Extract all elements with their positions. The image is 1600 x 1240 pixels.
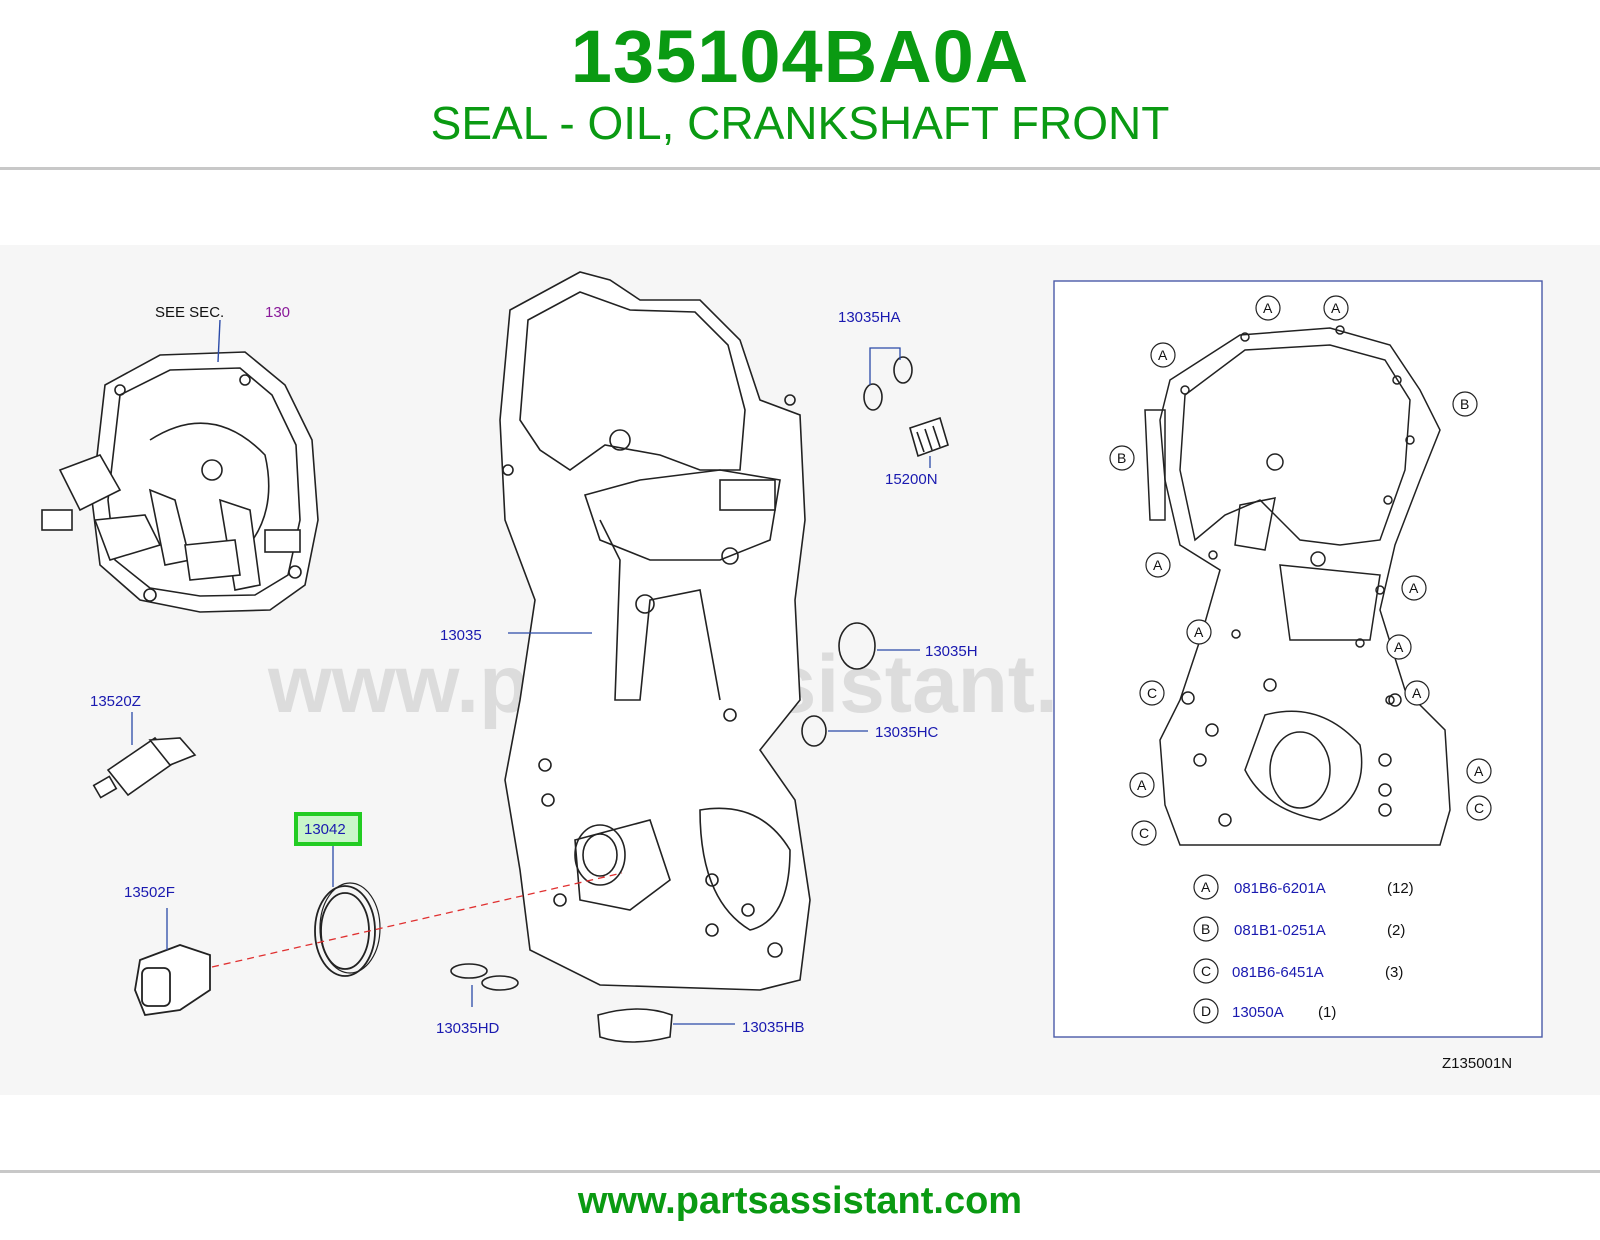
marker-a-1: A [1263, 300, 1273, 316]
callout-13035H[interactable]: 13035H [925, 643, 978, 660]
callout-13035[interactable]: 13035 [440, 627, 482, 644]
callout-13035HC[interactable]: 13035HC [875, 724, 939, 741]
gasket-13035HB [597, 1008, 673, 1043]
timing-assembly-illustration [41, 319, 319, 613]
callout-13035HB[interactable]: 13035HB [742, 1019, 805, 1036]
marker-a-3: A [1158, 347, 1168, 363]
leader-lines [131, 456, 931, 1025]
legend-letter-a: A [1201, 879, 1211, 895]
inset-markers: A A A B B A A A A C A A A C C [1109, 295, 1492, 846]
callout-13520Z[interactable]: 13520Z [90, 693, 141, 710]
legend-part-b[interactable]: 081B1-0251A [1234, 922, 1326, 939]
inset-cover-illustration [1144, 325, 1451, 846]
marker-c-1: C [1147, 685, 1157, 701]
legend-letter-d: D [1201, 1003, 1211, 1019]
o-rings-13035HA [863, 347, 913, 411]
o-ring-13035HC [801, 715, 827, 747]
callout-13042[interactable]: 13042 [304, 821, 346, 838]
callout-13035HA[interactable]: 13035HA [838, 309, 901, 326]
marker-c-3: C [1474, 800, 1484, 816]
marker-a-4: A [1153, 557, 1163, 573]
filter-15200N [909, 416, 949, 458]
see-section-label: SEE SEC. [155, 304, 224, 321]
marker-b-1: B [1460, 396, 1469, 412]
highlight-box-13042 [294, 812, 362, 846]
marker-a-10: A [1474, 763, 1484, 779]
legend-part-d[interactable]: 13050A [1232, 1004, 1284, 1021]
footer-url[interactable]: www.partsassistant.com [577, 1180, 1023, 1222]
marker-a-6: A [1194, 624, 1204, 640]
marker-a-5: A [1409, 580, 1419, 596]
front-cover-illustration [499, 271, 811, 991]
figure-code: Z135001N [1442, 1055, 1512, 1072]
callout-15200N[interactable]: 15200N [885, 471, 938, 488]
legend-letter-c: C [1201, 963, 1211, 979]
legend-letter-b: B [1201, 921, 1210, 937]
legend-part-c[interactable]: 081B6-6451A [1232, 964, 1324, 981]
marker-a-2: A [1331, 300, 1341, 316]
marker-a-9: A [1137, 777, 1147, 793]
bolt-legend: A B C D [1193, 874, 1219, 1024]
marker-c-2: C [1139, 825, 1149, 841]
assembly-dashed-line [211, 872, 623, 968]
callout-13035HD[interactable]: 13035HD [436, 1020, 500, 1037]
part-number-title: 135104BA0A [570, 15, 1030, 98]
footer-divider [0, 1170, 1600, 1173]
part-name-subtitle: SEAL - OIL, CRANKSHAFT FRONT [430, 97, 1170, 149]
legend-part-a[interactable]: 081B6-6201A [1234, 880, 1326, 897]
callout-13502F[interactable]: 13502F [124, 884, 175, 901]
marker-b-2: B [1117, 450, 1126, 466]
marker-a-8: A [1412, 685, 1422, 701]
header-divider [0, 167, 1600, 170]
see-section-number[interactable]: 130 [265, 304, 290, 321]
o-rings-13035HD [450, 963, 519, 991]
legend-qty-a: (12) [1387, 880, 1414, 897]
spacer-13502F [134, 944, 211, 1016]
sealant-tube-13520Z [92, 736, 197, 799]
o-ring-13035H [838, 622, 876, 670]
legend-qty-b: (2) [1387, 922, 1405, 939]
bolt-location-inset [1053, 280, 1543, 1038]
marker-a-7: A [1394, 639, 1404, 655]
legend-qty-d: (1) [1318, 1004, 1336, 1021]
legend-qty-c: (3) [1385, 964, 1403, 981]
